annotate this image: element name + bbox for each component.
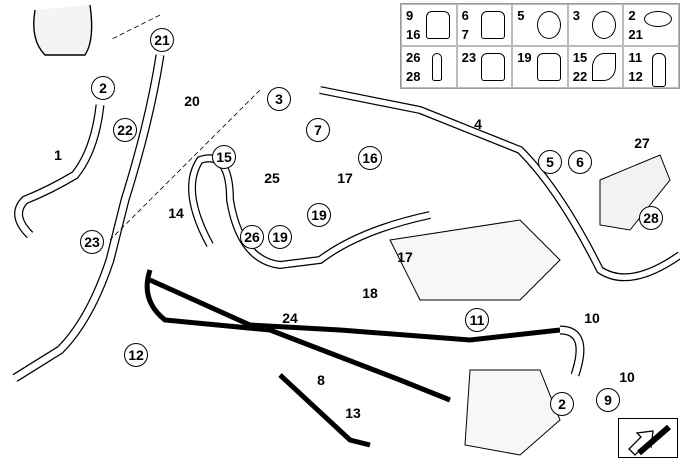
callout: 26 (240, 225, 264, 249)
callout: 13 (345, 405, 361, 421)
hose-clip-icon (592, 53, 617, 81)
inset-label: 2 (628, 8, 636, 23)
inset-cell: 19 (512, 46, 568, 88)
banjo-bolt-icon (425, 11, 450, 39)
pipe-clamp-icon (536, 11, 561, 39)
nut-icon (536, 53, 561, 81)
hose-clamp-icon (592, 11, 617, 39)
callout: 17 (397, 249, 413, 265)
callout: 28 (639, 206, 663, 230)
inset-label: 5 (517, 8, 525, 23)
callout: 12 (124, 343, 148, 367)
callout: 19 (307, 203, 331, 227)
inset-label: 3 (572, 8, 581, 23)
inset-label: 6 (461, 8, 469, 23)
callout: 23 (80, 230, 104, 254)
callout: 21 (150, 28, 174, 52)
pump (464, 369, 561, 456)
clip-nut-icon (481, 53, 506, 81)
callout: 10 (584, 310, 600, 326)
line-8 (144, 269, 561, 403)
callout: 22 (113, 118, 137, 142)
inset-label: 19 (517, 50, 532, 65)
inset-cell: 3 (567, 4, 624, 46)
inset-label: 12 (628, 69, 643, 84)
inset-cell: 23 (456, 46, 513, 88)
callout: 24 (282, 310, 298, 326)
callout: 19 (268, 225, 292, 249)
inset-label: 9 (406, 8, 414, 23)
callout: 18 (362, 285, 378, 301)
callout: 27 (634, 135, 650, 151)
callout: 16 (358, 146, 382, 170)
clamp-ring-icon (643, 11, 672, 27)
direction-arrow-icon (628, 424, 671, 456)
callout: 7 (306, 118, 330, 142)
inset-label: 28 (406, 69, 421, 84)
callout: 17 (337, 170, 353, 186)
callout: 6 (568, 150, 592, 174)
callout: 2 (91, 76, 115, 100)
inset-cell: 5 (512, 4, 568, 46)
callout: 14 (168, 205, 184, 221)
inset-label: 7 (461, 27, 469, 42)
callout: 9 (596, 388, 620, 412)
callout: 25 (264, 170, 280, 186)
inset-label: 23 (461, 50, 477, 65)
inset-label: 26 (406, 50, 421, 65)
callout: 2 (550, 392, 574, 416)
bracket-27 (599, 154, 671, 231)
hose-20 (12, 54, 165, 382)
screw-icon (431, 53, 442, 81)
callout: 11 (465, 308, 489, 332)
bolt-icon (651, 53, 666, 87)
callout: 8 (317, 372, 325, 388)
callout: 4 (474, 116, 482, 132)
inset-label: 15 (572, 50, 588, 65)
nut-icon (481, 11, 506, 39)
inset-label: 16 (406, 27, 421, 42)
inset-label: 21 (628, 27, 643, 42)
reservoir (33, 4, 93, 56)
steering-rack (389, 219, 561, 301)
callout: 3 (267, 87, 291, 111)
callout: 15 (212, 145, 236, 169)
callout: 10 (619, 369, 635, 385)
callout: 1 (54, 147, 62, 163)
callout: 20 (184, 93, 200, 109)
inset-label: 11 (628, 50, 643, 65)
orientation-box (618, 418, 678, 458)
inset-label: 22 (572, 69, 588, 84)
hose-1 (14, 104, 105, 239)
callout: 5 (538, 150, 562, 174)
